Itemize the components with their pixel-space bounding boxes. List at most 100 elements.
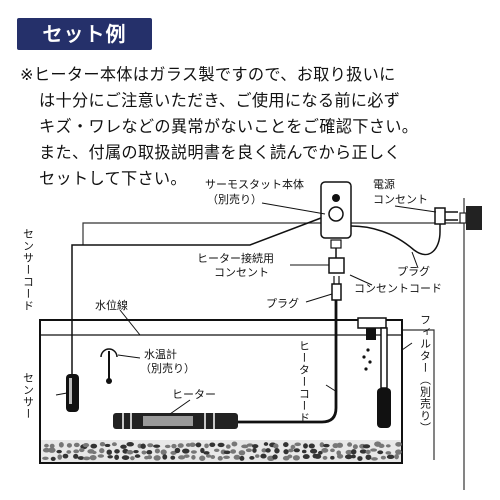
gravel-stone	[238, 450, 246, 456]
gravel-stone	[104, 443, 111, 448]
gravel-stone	[171, 443, 177, 449]
gravel-stone	[42, 447, 51, 453]
gravel-stone	[209, 442, 216, 448]
gravel-stone	[292, 455, 300, 461]
gravel-stone	[49, 443, 55, 449]
note-line: キズ・ワレなどの異常がないことをご確認下さい。	[39, 117, 419, 136]
gravel-stone	[261, 448, 267, 453]
label-thermometer-sold-separately: （別売り）	[140, 362, 195, 375]
gravel-stone	[323, 443, 330, 448]
gravel-stone	[301, 449, 307, 454]
gravel-stone	[210, 454, 216, 459]
gravel-stone	[385, 444, 391, 448]
gravel-stone	[190, 450, 197, 454]
gravel-stone	[42, 456, 49, 461]
gravel-stone	[199, 455, 206, 461]
gravel-bed-stones	[42, 441, 402, 461]
gravel-stone	[126, 441, 134, 447]
gravel-stone	[120, 444, 127, 449]
gravel-stone	[385, 451, 392, 455]
gravel-stone	[251, 444, 259, 449]
gravel-stone	[336, 453, 344, 459]
gravel-stone	[365, 449, 371, 455]
gravel-stone	[114, 449, 120, 454]
gravel-stone	[213, 448, 220, 452]
gravel-stone	[164, 444, 171, 449]
label-water-level: 水位線	[95, 298, 128, 312]
gravel-stone	[233, 454, 241, 460]
gravel-stone	[114, 454, 120, 460]
gravel-stone	[57, 454, 63, 460]
gravel-stone	[287, 454, 293, 459]
filter	[357, 317, 391, 428]
gravel-stone	[303, 443, 308, 449]
gravel-stone	[246, 443, 254, 447]
gravel-stone	[283, 442, 289, 448]
gravel-stone	[126, 450, 134, 455]
label-thermostat: サーモスタット本体	[205, 177, 304, 191]
gravel-stone	[147, 443, 154, 448]
gravel-stone	[344, 454, 353, 460]
gravel-stone	[225, 444, 231, 449]
label-filter: フィルター（別売り）	[419, 314, 432, 434]
gravel-stone	[380, 455, 386, 460]
gravel-stone	[272, 454, 278, 460]
label-plug-center: プラグ	[266, 296, 299, 310]
gravel-stone	[273, 443, 279, 449]
gravel-stone	[317, 450, 323, 455]
gravel-stone	[217, 456, 223, 461]
gravel-stone	[377, 450, 384, 455]
gravel-stone	[378, 443, 385, 449]
label-heater-cord: ヒーターコード	[298, 340, 311, 424]
sensor-cord	[71, 217, 322, 374]
leader-lines	[55, 202, 437, 415]
gravel-stone	[79, 448, 85, 453]
gravel-stone	[260, 453, 267, 459]
gravel-stone	[274, 448, 280, 454]
gravel-stone	[308, 443, 315, 449]
gravel-stone	[66, 443, 72, 448]
gravel-stone	[141, 450, 147, 455]
label-heater-outlet-2: コンセント	[214, 266, 269, 279]
heater-plug	[331, 276, 342, 301]
heater	[113, 413, 238, 429]
gravel-stone	[241, 444, 249, 449]
gravel-stone	[350, 449, 357, 455]
gravel-stone	[365, 454, 372, 460]
gravel-stone	[170, 455, 176, 460]
wall-power-outlet	[459, 206, 482, 230]
gravel-stone	[183, 454, 190, 458]
gravel-stone	[352, 444, 358, 450]
gravel-stone	[322, 455, 328, 460]
gravel-stone	[230, 449, 237, 454]
gravel-stone	[294, 442, 301, 447]
gravel-stone	[249, 455, 255, 460]
gravel-stone	[99, 441, 106, 447]
gravel-stone	[153, 455, 161, 461]
gravel-stone	[265, 448, 271, 453]
gravel-stone	[58, 442, 64, 448]
sensor	[66, 374, 79, 412]
gravel-stone	[217, 442, 225, 448]
label-outlet-cord: コンセントコード	[354, 282, 442, 295]
gravel-stone	[283, 449, 289, 455]
gravel-stone	[204, 443, 209, 449]
gravel-stone	[195, 442, 202, 448]
gravel-stone	[336, 442, 344, 448]
gravel-stone	[371, 457, 378, 461]
gravel-stone	[394, 454, 399, 460]
label-power: 電源	[373, 177, 395, 191]
gravel-stone	[231, 441, 238, 447]
note-line: セットして下さい。	[39, 169, 187, 188]
gravel-stone	[134, 454, 141, 458]
thermostat-unit	[320, 181, 352, 249]
gravel-stone	[160, 449, 167, 455]
label-power-outlet: コンセント	[373, 193, 428, 206]
gravel-stone	[90, 443, 98, 449]
heater-cord	[238, 300, 338, 424]
gravel-stone	[82, 442, 90, 448]
gravel-stone	[386, 454, 395, 459]
label-heater: ヒーター	[172, 388, 216, 401]
caution-note: ※ヒーター本体はガラス製ですので、お取り扱いに は十分にご注意いただき、ご使用に…	[20, 62, 490, 192]
gravel-stone	[302, 454, 310, 460]
